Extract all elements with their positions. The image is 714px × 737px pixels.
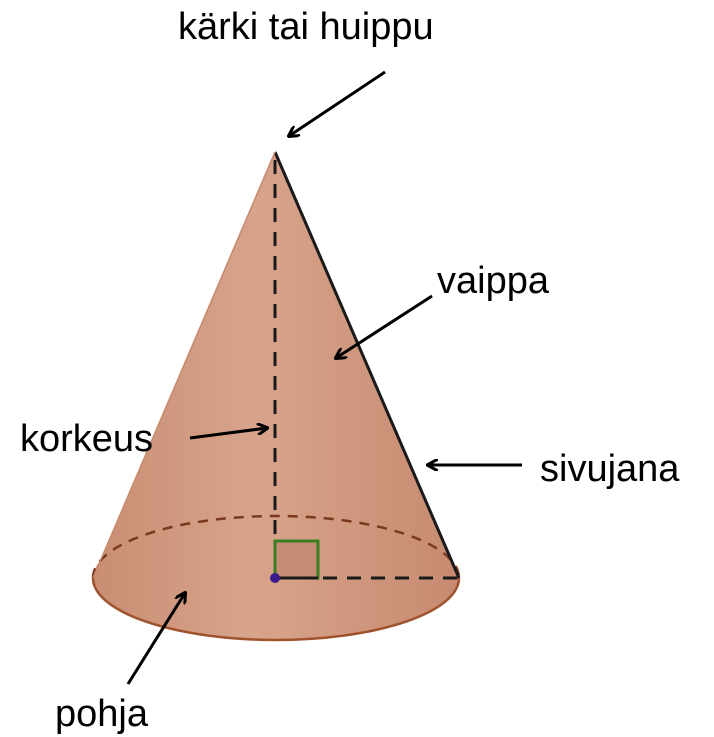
right-angle-marker [273,539,320,580]
slant-height-line [273,151,461,579]
slant-height-label: sivujana [540,448,680,490]
height-arrow [189,428,267,440]
base-front-edge [91,577,461,642]
height-label: korkeus [20,418,154,460]
base-label: pohja [55,693,148,735]
cone-lateral-surface [93,152,459,640]
base-back-edge [91,514,461,579]
apex-arrow [289,70,386,136]
base-center-point [270,573,280,583]
left-silhouette [92,151,276,579]
lateral-surface-arrow [336,294,433,358]
base-arrow [126,593,185,685]
apex-label: kärki tai huippu [178,6,434,48]
lateral-surface-label: vaippa [437,260,549,302]
